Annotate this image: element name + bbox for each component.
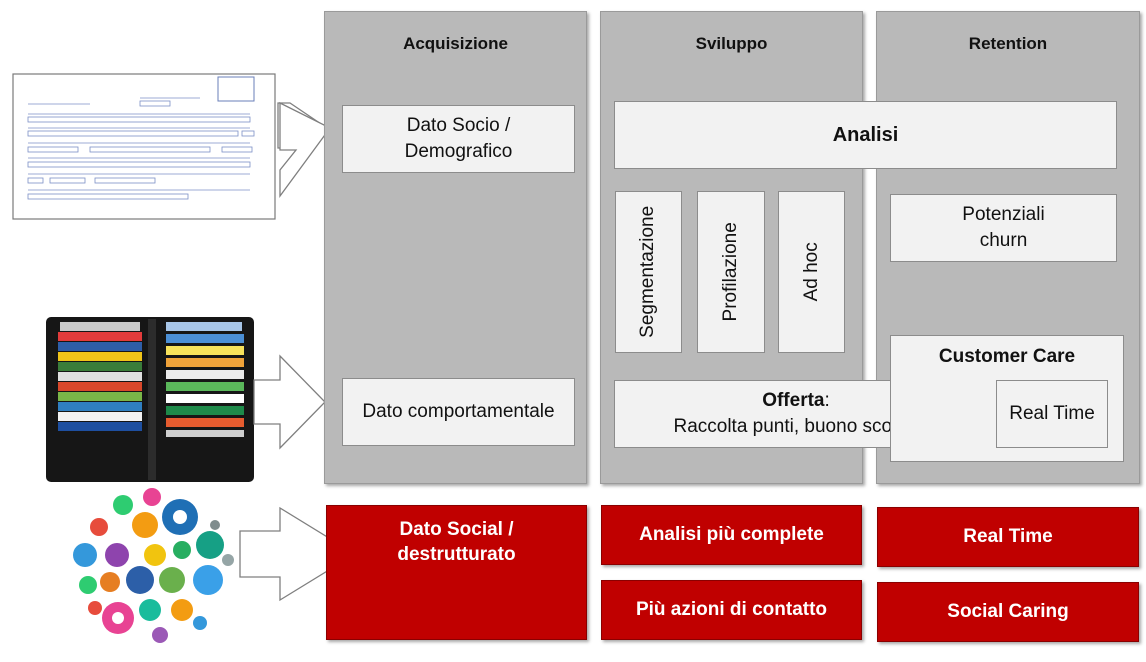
arrow-form-chevron (279, 101, 331, 198)
profilazione-box: Profilazione (697, 191, 765, 353)
offerta-bold-label: Offerta (762, 390, 825, 412)
real-time-social-label: Real Time (963, 525, 1053, 547)
dato-social-line1: Dato Social / (399, 519, 514, 540)
paper-form-icon (12, 73, 276, 220)
dato-socio-line2: Demografico (404, 141, 513, 162)
piu-azioni-di-contatto-box: Più azioni di contatto (601, 580, 862, 640)
dato-comportamentale-label: Dato comportamentale (362, 401, 555, 423)
column-title-retention: Retention (968, 34, 1048, 53)
analisi-piu-complete-box: Analisi più complete (601, 505, 862, 565)
analisi-label: Analisi (832, 123, 899, 146)
dato-social-line2: destrutturato (397, 543, 516, 565)
real-time-social-box: Real Time (877, 507, 1139, 567)
social-media-bubbles-icon (73, 484, 234, 643)
potenziali-line1: Potenziali (962, 204, 1045, 226)
ad-hoc-label: Ad hoc (800, 242, 822, 302)
column-title-sviluppo: Sviluppo (695, 34, 768, 53)
analisi-box: Analisi (614, 101, 1117, 169)
dato-socio-demografico-box: Dato Socio / Demografico (342, 105, 575, 173)
wallet-loyalty-cards-icon (46, 317, 254, 482)
social-caring-box: Social Caring (877, 582, 1139, 642)
potenziali-churn-box: Potenziali churn (890, 194, 1117, 262)
potenziali-line2: churn (979, 230, 1028, 251)
real-time-label: Real Time (1009, 403, 1095, 425)
arrow-wallet-to-acquisizione (253, 354, 326, 450)
arrow-social-to-dato-social (239, 506, 357, 602)
offerta-heading: Offerta: (762, 388, 830, 414)
real-time-box: Real Time (996, 380, 1108, 448)
column-title-acquisizione: Acquisizione (403, 34, 508, 53)
customer-care-label: Customer Care (938, 346, 1076, 367)
segmentazione-box: Segmentazione (615, 191, 682, 353)
profilazione-label: Profilazione (720, 222, 742, 322)
offerta-colon: : (824, 390, 830, 412)
dato-comportamentale-box: Dato comportamentale (342, 378, 575, 446)
dato-socio-line1: Dato Socio / (406, 115, 511, 137)
dato-social-destrutturato-box: Dato Social / destrutturato (326, 505, 587, 640)
piu-azioni-di-contatto-label: Più azioni di contatto (635, 598, 828, 620)
offerta-detail: Raccolta punti, buono sconto (673, 416, 919, 437)
ad-hoc-box: Ad hoc (778, 191, 845, 353)
social-caring-label: Social Caring (947, 600, 1069, 622)
analisi-piu-complete-label: Analisi più complete (639, 523, 824, 545)
segmentazione-label: Segmentazione (637, 205, 659, 339)
